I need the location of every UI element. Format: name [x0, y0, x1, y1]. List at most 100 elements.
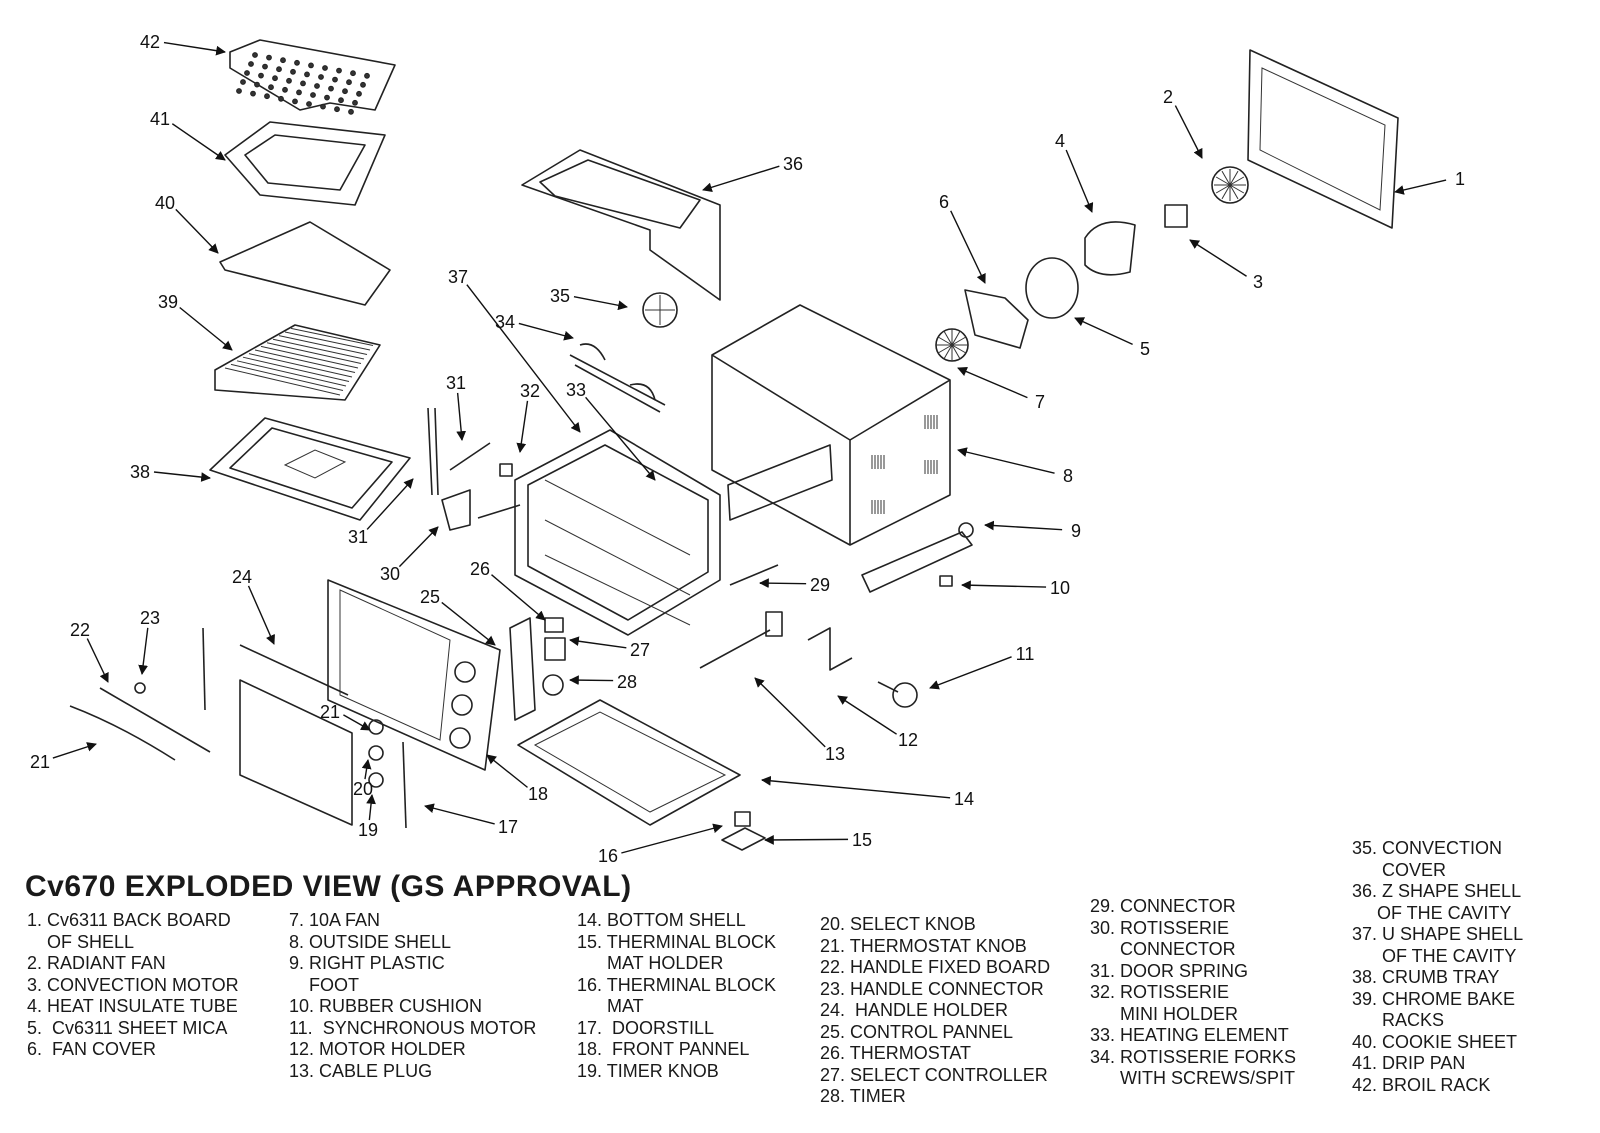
legend-item: 29. CONNECTOR — [1090, 896, 1236, 916]
callout-number: 35 — [550, 286, 570, 306]
callout-number: 31 — [446, 373, 466, 393]
front-panel-part — [327, 579, 501, 771]
legend-item: 4. HEAT INSULATE TUBE — [27, 996, 238, 1016]
legend-item: 5. Cv6311 SHEET MICA — [27, 1017, 228, 1038]
u-shape-cavity-part — [514, 429, 721, 636]
legend-item: 32. ROTISSERIE MINI HOLDER — [1090, 982, 1239, 1024]
handle-fixed-board-part — [99, 687, 211, 753]
legend-item: 12. MOTOR HOLDER — [289, 1039, 466, 1059]
legend-item: 22. HANDLE FIXED BOARD — [820, 957, 1051, 977]
leader-arrow — [754, 677, 826, 748]
door-side-strip-part — [202, 627, 206, 711]
callout-number: 39 — [158, 292, 178, 312]
leader-arrow — [518, 322, 574, 341]
rotisserie-forks-part — [569, 343, 666, 413]
leader-arrow — [961, 580, 1047, 591]
glass-door-part — [239, 679, 353, 826]
connector-part — [729, 564, 779, 586]
callout-number: 27 — [630, 640, 650, 660]
legend-item: 14. BOTTOM SHELL — [577, 910, 746, 930]
callout-number: 13 — [825, 744, 845, 764]
callout-number: 22 — [70, 620, 90, 640]
callout-number: 42 — [140, 32, 160, 52]
leader-arrow — [1394, 179, 1447, 195]
control-panel-part — [509, 617, 566, 721]
drip-pan-part — [224, 121, 386, 206]
legend-item: 7. 10A FAN — [289, 910, 381, 930]
leader-arrow — [573, 296, 628, 311]
legend-item: 23. HANDLE CONNECTOR — [820, 978, 1044, 999]
leader-arrow — [984, 520, 1063, 531]
leader-arrow — [702, 165, 780, 193]
callout-number: 3 — [1253, 272, 1263, 292]
leader-arrow — [466, 284, 581, 433]
legend-item: 16. THERMINAL BLOCK MAT — [577, 974, 777, 1017]
synchronous-motor-part — [877, 681, 918, 708]
legend-item: 24. HANDLE HOLDER — [820, 1000, 1009, 1020]
callout-number: 34 — [495, 312, 515, 332]
fan-10a-part — [935, 328, 969, 362]
leader-arrow — [957, 366, 1028, 399]
legend-item: 3. CONVECTION MOTOR — [27, 974, 239, 995]
heating-bracket-part — [727, 444, 833, 521]
callout-number: 29 — [810, 575, 830, 595]
callout-number: 7 — [1035, 392, 1045, 412]
callout-number: 5 — [1140, 339, 1150, 359]
legend-item: 36. Z SHAPE SHELL OF THE CAVITY — [1352, 881, 1522, 923]
convection-motor-part — [1164, 204, 1188, 228]
doorstill-part — [402, 741, 407, 829]
callout-number: 4 — [1055, 131, 1065, 151]
legend-item: 19. TIMER KNOB — [577, 1060, 719, 1081]
callout-number: 9 — [1071, 521, 1081, 541]
leader-arrow — [424, 803, 495, 825]
exploded-view-diagram: 1234567891011121314151617181920212122232… — [30, 32, 1465, 866]
legend-item: 33. HEATING ELEMENT — [1090, 1025, 1289, 1045]
handle-holder-part — [239, 644, 349, 696]
callout-number: 21 — [320, 702, 340, 722]
callout-number: 14 — [954, 789, 974, 809]
callout-number: 11 — [1016, 644, 1035, 664]
leader-arrow — [179, 306, 233, 351]
leader-arrow — [761, 775, 951, 799]
leader-arrow — [569, 636, 627, 649]
callout-number: 19 — [358, 820, 378, 840]
leader-arrow — [569, 675, 614, 686]
callout-number: 6 — [939, 192, 949, 212]
legend-item: 34. ROTISSERIE FORKS WITH SCREWS/SPIT — [1090, 1046, 1297, 1089]
leader-arrow — [486, 754, 528, 788]
leader-arrow — [1174, 105, 1203, 159]
leader-arrow — [929, 656, 1012, 690]
door-spring-part — [427, 407, 491, 496]
callout-number: 23 — [140, 608, 160, 628]
z-shape-shell-part — [521, 149, 721, 301]
diagram-title: Cv670 EXPLODED VIEW (GS APPROVAL) — [25, 870, 632, 903]
callout-number: 10 — [1050, 578, 1070, 598]
leader-arrow — [585, 396, 656, 481]
radiant-fan-part — [1211, 166, 1249, 204]
sheet-mica-part — [1025, 257, 1079, 319]
leader-arrow — [491, 574, 546, 621]
legend-item: 25. CONTROL PANNEL — [820, 1021, 1014, 1042]
callout-number: 33 — [566, 380, 586, 400]
leader-arrow — [52, 742, 97, 759]
legend-item: 40. COOKIE SHEET — [1352, 1031, 1518, 1052]
cable-plug-part — [699, 611, 783, 669]
leader-arrow — [1074, 317, 1133, 345]
callout-number: 37 — [448, 267, 468, 287]
leader-arrow — [398, 526, 439, 568]
leader-arrow — [441, 601, 496, 646]
legend-item: 26. THERMOSTAT — [820, 1043, 972, 1063]
leader-arrow — [171, 123, 226, 161]
callout-number: 25 — [420, 587, 440, 607]
callout-number: 31 — [348, 527, 368, 547]
callout-number: 36 — [783, 154, 803, 174]
leader-arrow — [621, 823, 723, 854]
leader-arrow — [86, 638, 109, 683]
leader-arrow — [366, 478, 414, 530]
rotisserie-mini-holder-part — [499, 463, 513, 477]
terminal-block-part — [721, 811, 766, 851]
